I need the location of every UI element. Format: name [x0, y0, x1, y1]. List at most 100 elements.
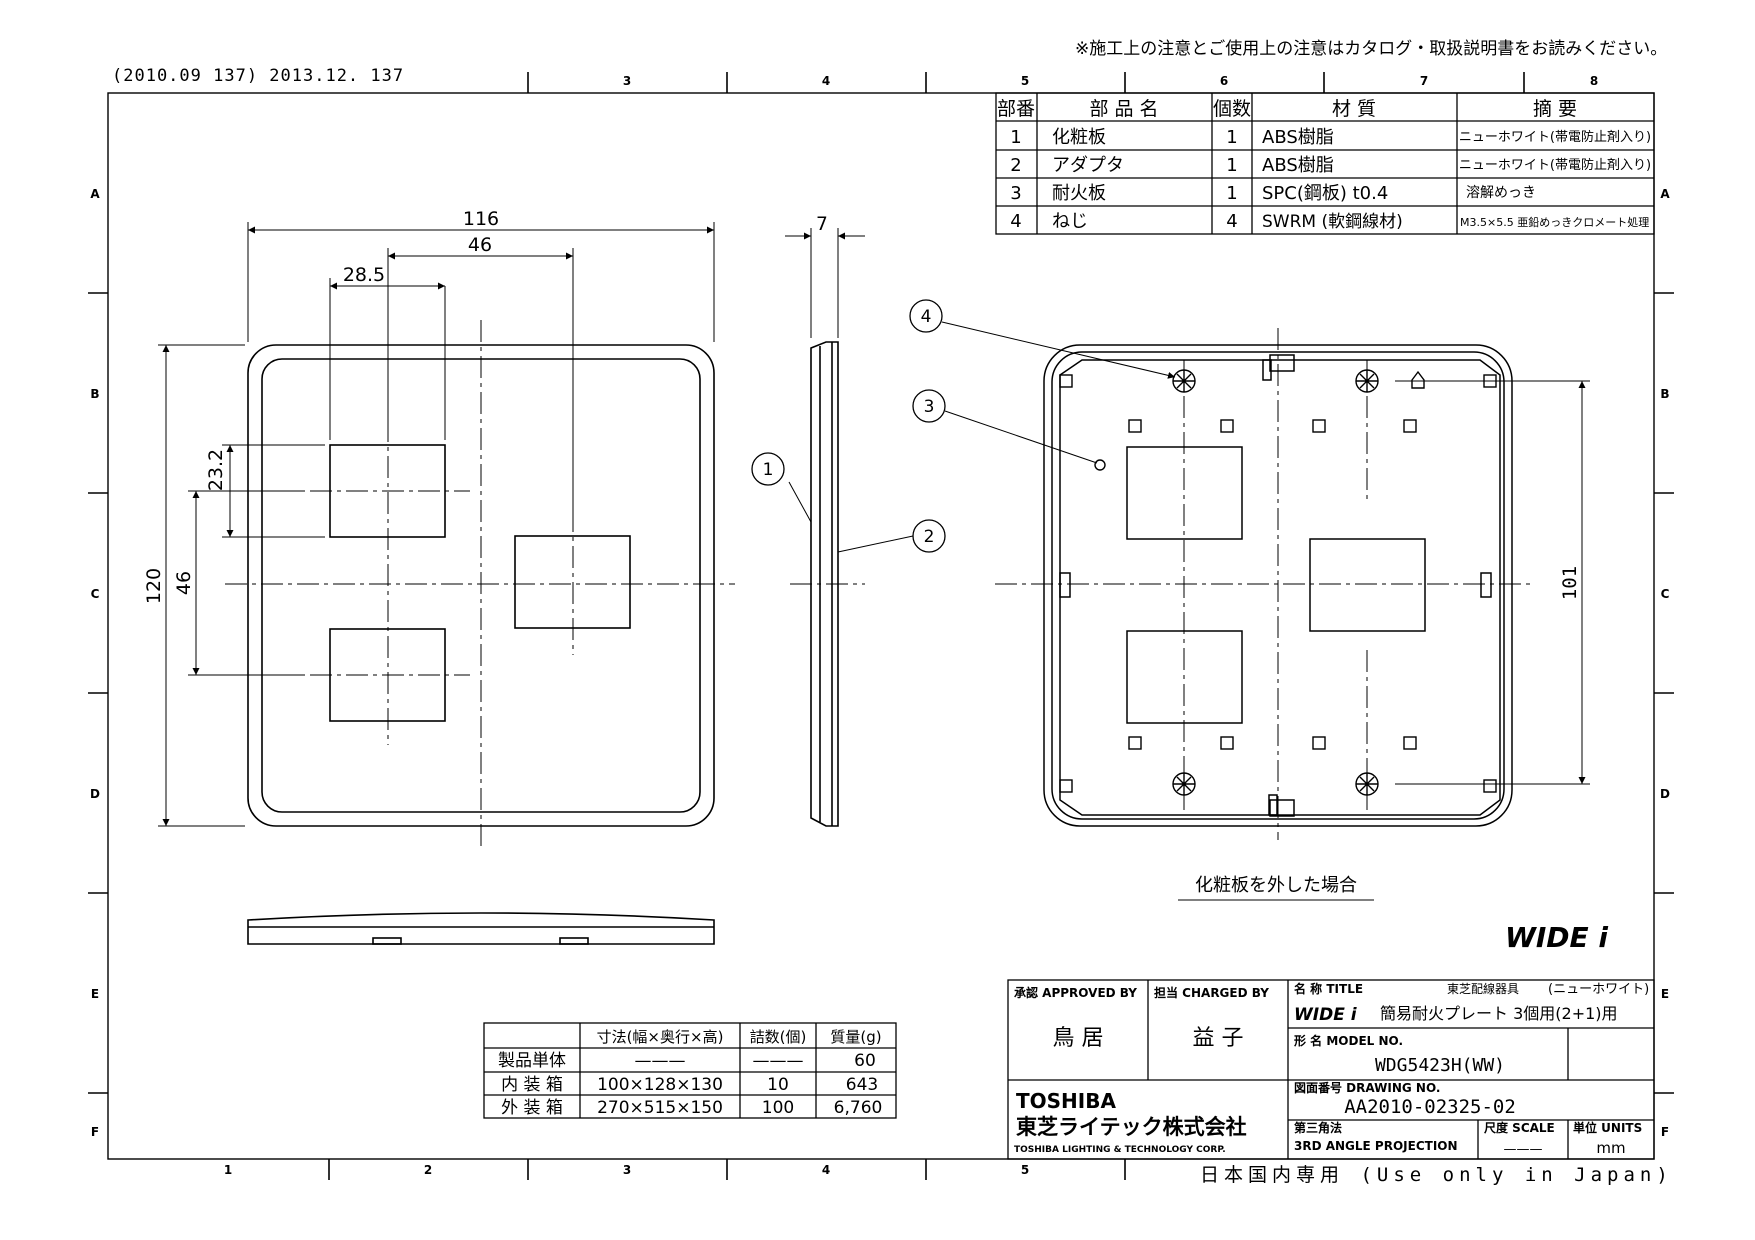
row-label-d: D	[90, 787, 100, 801]
packing-cell: 100	[762, 1098, 794, 1118]
parts-header-qty: 個数	[1213, 98, 1251, 120]
packing-header-count: 詰数(個)	[750, 1028, 807, 1046]
model-label: 形 名 MODEL NO.	[1294, 1033, 1403, 1048]
parts-cell: アダプタ	[1052, 155, 1124, 176]
parts-cell: 1	[1226, 155, 1237, 176]
title-label: 名 称 TITLE	[1294, 981, 1363, 996]
view-label: 化粧板を外した場合	[1195, 875, 1357, 896]
col-label-3-bottom: 3	[623, 1163, 631, 1177]
model-no: WDG5423H(WW)	[1375, 1055, 1505, 1076]
col-label-3: 3	[623, 74, 631, 88]
row-label-f: F	[91, 1125, 99, 1139]
packing-cell: 643	[846, 1075, 878, 1095]
parts-cell: 溶解めっき	[1466, 185, 1536, 201]
parts-cell: 4	[1010, 211, 1021, 232]
packing-cell: 270×515×150	[597, 1098, 723, 1118]
parts-cell: ニューホワイト(帯電防止剤入り)	[1459, 157, 1651, 173]
title-text: 簡易耐火プレート 3個用(2+1)用	[1380, 1004, 1618, 1023]
parts-cell: 3	[1010, 183, 1021, 204]
japan-only-notice: 日本国内専用 (Use only in Japan)	[1200, 1164, 1673, 1186]
approved-name: 鳥 居	[1053, 1026, 1104, 1051]
side-view: 7 1 2	[751, 213, 946, 827]
col-label-4: 4	[822, 74, 830, 88]
parts-cell: SWRM (軟鋼線材)	[1262, 212, 1403, 232]
parts-header-material: 材 質	[1332, 98, 1376, 120]
scale-label: 尺度 SCALE	[1484, 1120, 1555, 1135]
parts-cell: 1	[1226, 127, 1237, 148]
scale-value: ———	[1504, 1142, 1543, 1157]
company-en: TOSHIBA	[1016, 1089, 1116, 1113]
charged-name: 益 子	[1193, 1026, 1244, 1051]
parts-header-name: 部 品 名	[1089, 98, 1158, 120]
callout-2: 2	[924, 527, 935, 547]
col-label-7: 7	[1420, 74, 1428, 88]
title-category: 東芝配線器具	[1447, 981, 1519, 996]
dim-pitch-vertical: 46	[173, 571, 195, 595]
title-block: 承認 APPROVED BY 担当 CHARGED BY 名 称 TITLE 形…	[1007, 979, 1655, 1160]
callout-1: 1	[763, 460, 774, 480]
col-label-4-bottom: 4	[822, 1163, 830, 1177]
revision-history: (2010.09 137) 2013.12. 137	[112, 66, 405, 86]
title-color: (ニューホワイト)	[1548, 982, 1649, 997]
rear-view: 101 4 3 化粧板を外した場合	[909, 299, 1590, 901]
dim-overall-height: 120	[143, 568, 165, 604]
col-label-8: 8	[1590, 74, 1598, 88]
drawing-border	[107, 92, 1655, 1160]
packing-cell: 製品単体	[498, 1051, 566, 1071]
row-label-f-right: F	[1661, 1125, 1669, 1139]
packing-cell: ———	[753, 1051, 804, 1071]
packing-cell: 100×128×130	[597, 1075, 723, 1095]
row-label-d-right: D	[1660, 787, 1670, 801]
parts-table: 部番 部 品 名 個数 材 質 摘 要 1 化粧板 1 ABS樹脂 ニューホワイ…	[995, 92, 1655, 235]
parts-header-no: 部番	[997, 98, 1035, 120]
parts-cell: 4	[1226, 211, 1237, 232]
parts-cell: SPC(鋼板) t0.4	[1262, 183, 1388, 204]
row-label-b: B	[90, 387, 99, 401]
col-label-1-bottom: 1	[224, 1163, 232, 1177]
charged-label: 担当 CHARGED BY	[1154, 985, 1269, 1000]
screws	[1172, 369, 1379, 796]
dim-opening-height: 23.2	[205, 449, 227, 491]
parts-cell: 耐火板	[1052, 183, 1106, 204]
packing-cell: 内 装 箱	[501, 1075, 563, 1095]
parts-cell: M3.5×5.5 亜鉛めっきクロメート処理	[1460, 215, 1649, 229]
packing-cell: 60	[854, 1051, 876, 1071]
packing-table: 寸法(幅×奥行×高) 詰数(個) 質量(g) 製品単体 ——— ——— 60 内…	[483, 1022, 897, 1119]
dim-overall-width: 116	[463, 208, 499, 230]
parts-cell: ねじ	[1052, 211, 1088, 232]
packing-cell: ———	[635, 1051, 686, 1071]
frame-zone-ticks	[88, 72, 1674, 1180]
row-label-a: A	[90, 187, 100, 201]
drawing-label: 図面番号 DRAWING NO.	[1294, 1080, 1440, 1095]
packing-cell: 6,760	[834, 1098, 883, 1118]
row-label-e-right: E	[1661, 987, 1669, 1001]
dim-pitch-horizontal: 46	[468, 234, 492, 256]
row-label-a-right: A	[1660, 187, 1670, 201]
drawing-no: AA2010-02325-02	[1344, 1096, 1516, 1118]
parts-cell: 1	[1226, 183, 1237, 204]
callout-3: 3	[924, 397, 935, 417]
projection: 3RD ANGLE PROJECTION	[1294, 1139, 1458, 1153]
wide-brand-mark: WIDE i	[1505, 921, 1608, 954]
col-label-6: 6	[1220, 74, 1228, 88]
parts-header-remarks: 摘 要	[1533, 98, 1577, 120]
units-value: mm	[1596, 1139, 1625, 1157]
row-label-c: C	[91, 587, 100, 601]
parts-cell: ABS樹脂	[1262, 155, 1334, 176]
approved-label: 承認 APPROVED BY	[1014, 985, 1137, 1000]
parts-cell: 1	[1010, 127, 1021, 148]
dim-thickness: 7	[816, 213, 827, 235]
front-view: 116 46 28.5 120 23.2 46	[143, 208, 735, 850]
callout-4: 4	[921, 307, 932, 327]
packing-cell: 外 装 箱	[501, 1098, 563, 1118]
col-label-5: 5	[1021, 74, 1029, 88]
title-brand: WIDE i	[1294, 1005, 1358, 1025]
col-label-2-bottom: 2	[424, 1163, 432, 1177]
packing-cell: 10	[767, 1075, 789, 1095]
parts-cell: 2	[1010, 155, 1021, 176]
catalog-notice: ※施工上の注意とご使用上の注意はカタログ・取扱説明書をお読みください。	[1075, 39, 1668, 59]
packing-header-mass: 質量(g)	[830, 1028, 881, 1046]
bottom-view	[247, 912, 715, 945]
row-label-b-right: B	[1660, 387, 1669, 401]
